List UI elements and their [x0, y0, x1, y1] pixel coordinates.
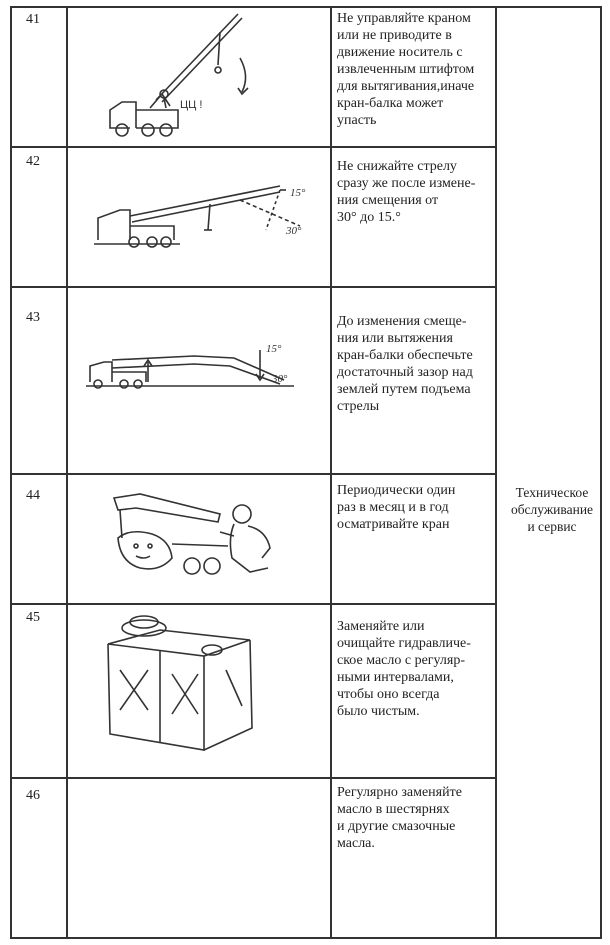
instruction-text: Заменяйте или очищайте гидравличе- ское …: [337, 619, 471, 719]
mechanic-inspection-illustration: [100, 488, 280, 584]
column-divider: [330, 6, 332, 938]
angle-label-lower: 30°: [271, 373, 288, 385]
hydraulic-oil-tank-illustration: [100, 610, 266, 760]
instruction-text: Не снижайте стрелу сразу же после измене…: [337, 159, 476, 225]
category-label: Техническое обслуживание и сервис: [510, 485, 594, 534]
instruction-text: Периодически один раз в месяц и в год ос…: [337, 483, 456, 532]
row-divider: [10, 146, 496, 148]
instruction-text: Не управляйте краном или не приводите в …: [337, 11, 475, 128]
crane-boom-angle-illustration: 15° 30°: [90, 170, 322, 260]
table-border-left: [10, 6, 12, 938]
table-border-right: [600, 6, 602, 938]
column-divider: [495, 6, 497, 938]
instruction-text: Регулярно заменяйте масло в шестярнях и …: [337, 785, 462, 851]
warning-sign-text: ЦЦ !: [180, 99, 202, 111]
row-number: 46: [26, 788, 40, 803]
angle-label-upper: 15°: [290, 187, 306, 199]
angle-label-upper: 15°: [266, 343, 282, 355]
table-border-bottom: [10, 937, 602, 939]
table-border-top: [10, 6, 602, 8]
row-number: 41: [26, 12, 40, 27]
row-divider: [10, 603, 496, 605]
row-divider: [10, 473, 496, 475]
row-divider: [10, 777, 496, 779]
angle-label-lower: 30°: [285, 225, 302, 237]
column-divider: [66, 6, 68, 938]
row-divider: [10, 286, 496, 288]
row-number: 42: [26, 154, 40, 169]
crane-tilt-illustration: ЦЦ !: [100, 10, 280, 140]
row-number: 44: [26, 488, 40, 503]
row-number: 43: [26, 310, 40, 325]
instruction-text: До изменения смеще- ния или вытяжения кр…: [337, 314, 473, 414]
crane-ground-clearance-illustration: 15° 30°: [84, 328, 304, 398]
row-number: 45: [26, 610, 40, 625]
